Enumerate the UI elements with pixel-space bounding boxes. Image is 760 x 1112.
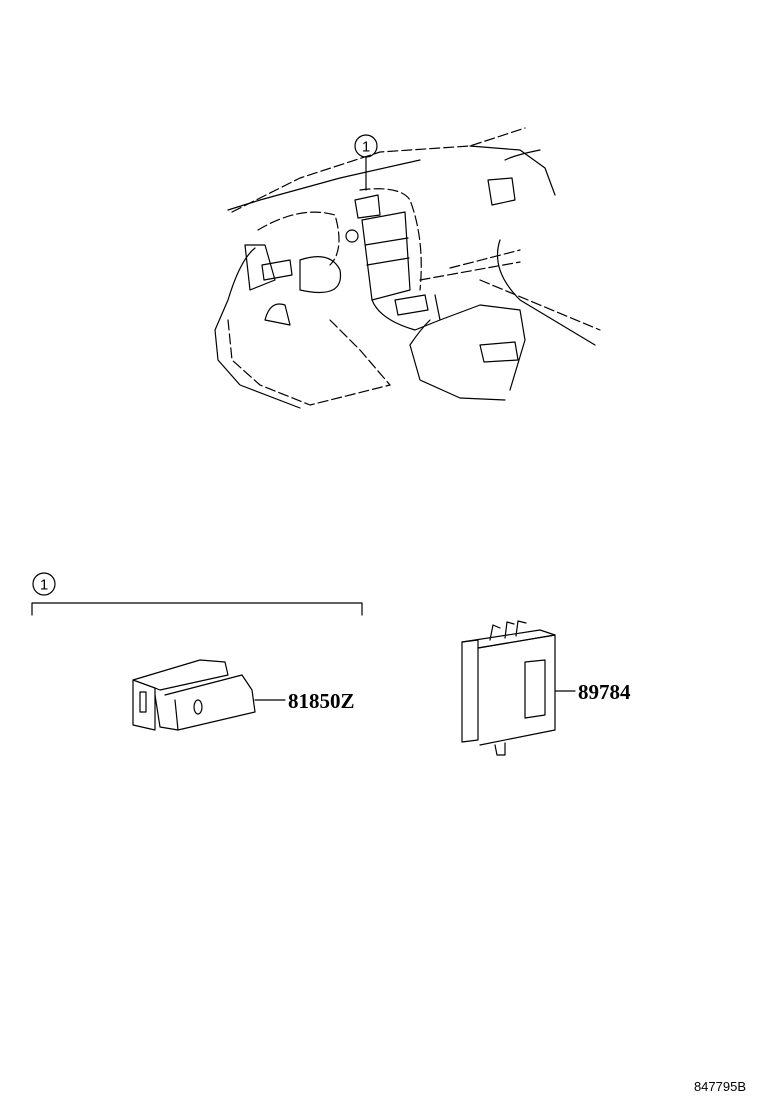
illustration-code: 847795B <box>694 1079 746 1094</box>
vehicle-interior-illustration <box>214 127 601 409</box>
callout-number: 1 <box>362 139 370 156</box>
callout-overview-1: 1 <box>354 134 378 191</box>
part-number-label: 81850Z <box>288 689 355 713</box>
part-number-label: 89784 <box>578 680 631 704</box>
part-switch-illustration <box>132 659 256 731</box>
callout-number: 1 <box>40 577 48 594</box>
callout-group-1: 1 <box>31 572 363 616</box>
part-module-illustration <box>461 620 556 756</box>
